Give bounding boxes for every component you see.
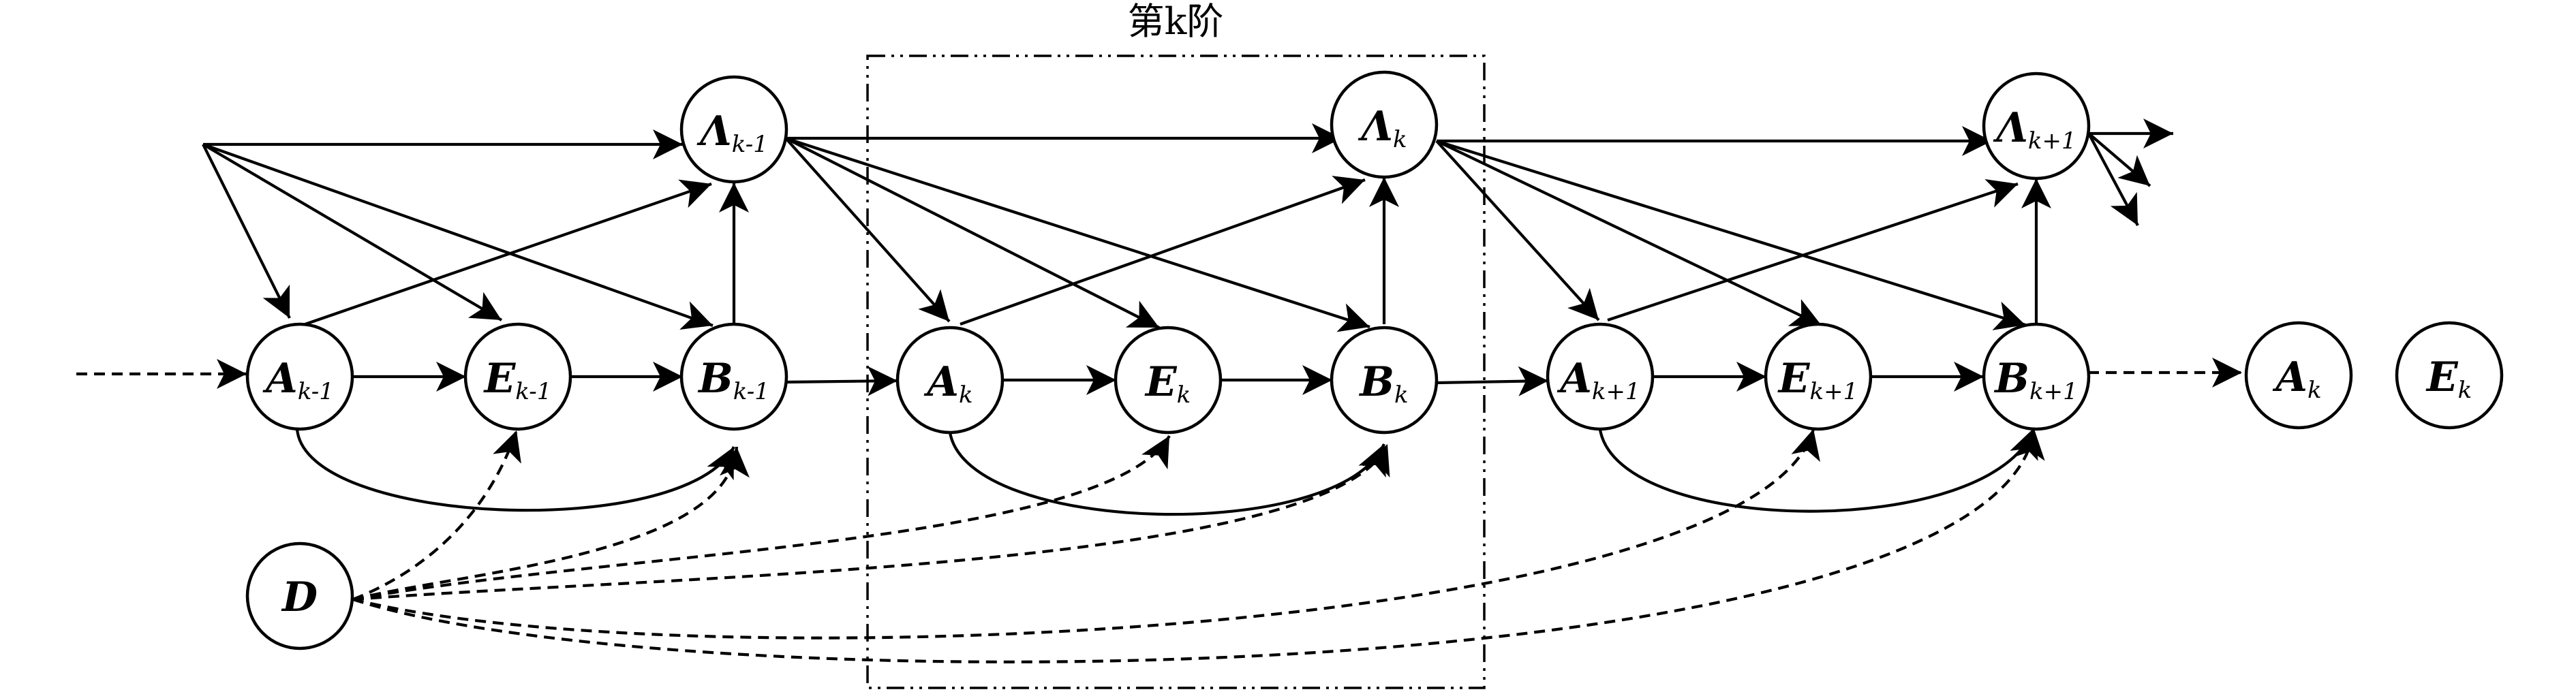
stage-k-frame xyxy=(866,54,1486,689)
node-a-k[interactable]: Ak xyxy=(895,326,1005,435)
edge-a-k-lam-k xyxy=(960,176,1366,326)
node-e-km1[interactable]: Ek-1 xyxy=(463,322,572,431)
node-e-kp1[interactable]: Ek+1 xyxy=(1764,322,1873,431)
node-b-k[interactable]: Bk xyxy=(1330,326,1439,435)
node-lam-kp1-symbol: Λ xyxy=(1993,104,2028,152)
node-a-k-sub: k xyxy=(959,381,973,409)
edge-source-e-km1 xyxy=(202,143,503,321)
node-legend-e-sub: k xyxy=(2458,377,2472,404)
node-a-k-symbol: A xyxy=(923,358,959,406)
svg-text:Bk-1: Bk-1 xyxy=(697,355,769,405)
node-e-kp1-symbol: E xyxy=(1777,355,1811,403)
edge-lam-km1-a-k xyxy=(784,137,951,323)
node-a-km1-symbol: A xyxy=(262,355,298,403)
node-e-k-sub: k xyxy=(1177,381,1191,409)
node-a-kp1[interactable]: Ak+1 xyxy=(1546,322,1655,431)
node-lam-k-symbol: Λ xyxy=(1358,103,1393,151)
node-a-km1-sub: k-1 xyxy=(298,378,334,405)
svg-text:Ak-1: Ak-1 xyxy=(262,355,334,405)
node-lam-km1-symbol: Λ xyxy=(696,108,732,155)
node-b-kp1[interactable]: Bk+1 xyxy=(1982,322,2091,431)
edge-lam-kp1-out-2 xyxy=(2087,132,2151,187)
svg-text:Ak+1: Ak+1 xyxy=(1557,355,1640,405)
edge-d-b-km1 xyxy=(352,446,750,601)
node-e-k-symbol: E xyxy=(1144,358,1178,406)
stage-k-label: 第k阶 xyxy=(1128,0,1224,43)
node-legend-e[interactable]: Ek xyxy=(2395,321,2504,430)
node-e-km1-symbol: E xyxy=(483,355,517,403)
node-lam-kp1[interactable]: Λk+1 xyxy=(1982,72,2091,180)
node-e-k[interactable]: Ek xyxy=(1114,326,1223,435)
node-a-km1[interactable]: Ak-1 xyxy=(245,322,354,431)
svg-text:Ek-1: Ek-1 xyxy=(483,355,552,405)
node-b-k-symbol: B xyxy=(1358,358,1394,406)
node-legend-a-sub: k xyxy=(2307,377,2322,404)
svg-text:Ek+1: Ek+1 xyxy=(1777,355,1858,405)
edge-lam-k-e-kp1 xyxy=(1436,140,1822,327)
node-lam-km1-sub: k-1 xyxy=(732,131,768,158)
node-e-kp1-sub: k+1 xyxy=(1810,378,1858,405)
node-lam-k-sub: k xyxy=(1393,126,1407,153)
node-e-km1-sub: k-1 xyxy=(515,378,551,405)
node-d-symbol: D xyxy=(281,573,318,621)
solid-edges xyxy=(202,119,2173,516)
edge-a-k-b-k-arc xyxy=(948,432,1386,516)
edge-d-b-k xyxy=(352,443,1390,601)
edge-a-km1-b-km1-arc xyxy=(295,428,735,512)
node-b-km1[interactable]: Bk-1 xyxy=(679,322,788,431)
svg-text:Ak: Ak xyxy=(923,358,972,409)
edge-lam-km1-e-k xyxy=(785,137,1160,329)
edge-b-km1-a-k xyxy=(785,366,898,396)
edge-source-b-km1 xyxy=(202,143,714,330)
edge-lam-km1-b-k xyxy=(785,137,1370,332)
node-b-km1-sub: k-1 xyxy=(733,378,769,405)
node-d[interactable]: D xyxy=(245,541,354,650)
node-lam-km1[interactable]: Λk-1 xyxy=(679,75,788,184)
node-lam-kp1-sub: k+1 xyxy=(2028,127,2076,155)
edge-source-a-km1 xyxy=(202,144,291,319)
dashed-edges xyxy=(76,358,2242,663)
node-a-kp1-symbol: A xyxy=(1557,355,1592,403)
svg-text:Ek: Ek xyxy=(2425,353,2472,404)
edge-a-km1-lam-km1 xyxy=(301,179,712,327)
edge-d-e-kp1 xyxy=(352,428,1820,640)
edge-a-kp1-lam-kp1 xyxy=(1607,178,2019,321)
svg-text:Ak: Ak xyxy=(2272,353,2321,404)
edge-lam-k-b-kp1 xyxy=(1436,139,2026,330)
edge-d-e-km1 xyxy=(352,430,521,601)
svg-text:Bk+1: Bk+1 xyxy=(1993,355,2077,405)
node-legend-e-symbol: E xyxy=(2425,353,2459,401)
node-b-kp1-sub: k+1 xyxy=(2029,378,2078,405)
svg-text:Bk: Bk xyxy=(1358,358,1408,409)
svg-text:Ek: Ek xyxy=(1144,358,1191,409)
svg-text:Λk+1: Λk+1 xyxy=(1993,104,2076,155)
edge-d-b-kp1 xyxy=(352,428,2045,663)
edge-lam-kp1-out-3 xyxy=(2087,133,2139,226)
node-b-km1-symbol: B xyxy=(697,355,733,403)
node-lam-k[interactable]: Λk xyxy=(1330,70,1439,179)
node-b-kp1-symbol: B xyxy=(1993,355,2029,403)
edge-lam-k-a-kp1 xyxy=(1435,140,1600,321)
edge-b-k-a-kp1 xyxy=(1436,366,1549,396)
edge-d-e-k xyxy=(352,435,1171,601)
node-b-k-sub: k xyxy=(1394,381,1409,409)
node-legend-a-symbol: A xyxy=(2272,353,2307,401)
node-a-kp1-sub: k+1 xyxy=(1592,378,1640,405)
svg-text:D: D xyxy=(281,573,318,621)
svg-text:Λk-1: Λk-1 xyxy=(696,108,768,158)
svg-text:Λk: Λk xyxy=(1358,103,1407,153)
node-legend-a[interactable]: Ak xyxy=(2244,321,2353,430)
edge-a-kp1-b-kp1-arc xyxy=(1598,427,2038,513)
